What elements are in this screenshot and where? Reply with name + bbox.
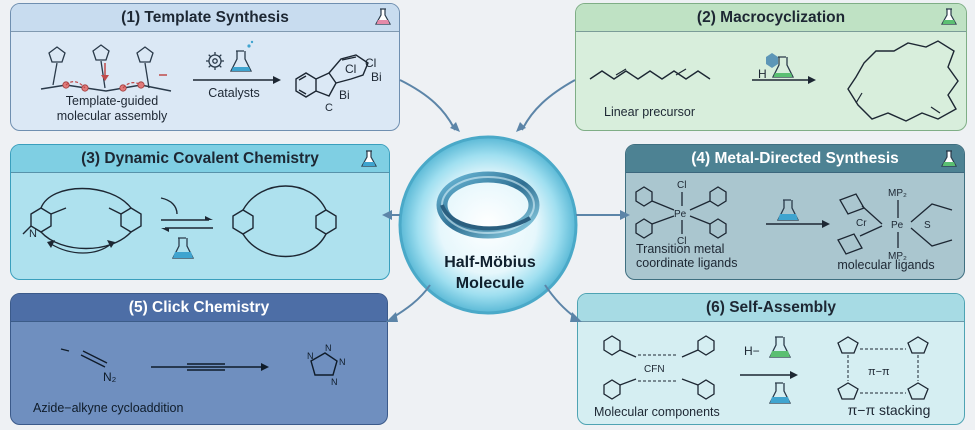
stacking-caption: π−π stacking	[847, 402, 931, 418]
metal-directed-diagram: Cl Pe Cl Cr Pe MP₂ MP₂ S	[635, 180, 953, 262]
arrow-icon	[382, 122, 630, 322]
panel-body: Cl Pe Cl Cr Pe MP₂ MP₂ S	[626, 174, 964, 279]
panel-body: N₂ N N N N Azide−alkyne cycloaddition	[11, 323, 387, 424]
svg-text:Cl: Cl	[365, 56, 376, 70]
flask-icon	[940, 150, 958, 167]
panel-metal-directed-synthesis: (4) Metal-Directed Synthesis Cl Pe Cl	[625, 144, 965, 280]
svg-text:Bi: Bi	[371, 70, 382, 84]
center-glow	[398, 135, 578, 315]
template-assembly-diagram: Cl Cl Bi Bi C	[40, 40, 382, 114]
mobius-ring-icon	[436, 171, 540, 239]
components-caption: Molecular components	[594, 405, 720, 419]
svg-text:Cl: Cl	[677, 180, 686, 191]
panel-title: (2) Macrocyclization	[576, 4, 966, 32]
panel-dynamic-covalent-chemistry: (3) Dynamic Covalent Chemistry N	[10, 144, 390, 280]
panel-self-assembly: (6) Self-Assembly CFN H−	[577, 293, 965, 425]
svg-text:MP₂: MP₂	[888, 188, 907, 199]
flask-icon	[360, 150, 378, 167]
svg-text:Cl: Cl	[677, 236, 686, 247]
flask-icon	[768, 336, 792, 358]
svg-text:S: S	[924, 220, 931, 231]
svg-text:CFN: CFN	[644, 364, 665, 375]
center-title: Half-Möbius Molecule	[415, 252, 565, 294]
flask-icon	[374, 8, 392, 25]
center-title-line1: Half-Möbius	[444, 254, 536, 271]
svg-text:π−π: π−π	[868, 366, 890, 378]
svg-text:Pe: Pe	[891, 220, 904, 231]
panel-title: (4) Metal-Directed Synthesis	[626, 145, 964, 173]
svg-text:H−: H−	[744, 344, 760, 358]
svg-text:Pe: Pe	[674, 209, 687, 220]
panel-macrocyclization: (2) Macrocyclization H Linear precursor	[575, 3, 967, 131]
self-assembly-diagram: CFN H− π−π	[603, 335, 929, 404]
svg-text:Bi: Bi	[339, 88, 350, 102]
panel-title: (3) Dynamic Covalent Chemistry	[11, 145, 389, 173]
molecular-ligands-caption: molecular ligands	[837, 258, 935, 272]
precursor-caption: Linear precursor	[604, 105, 696, 119]
click-chemistry-diagram: N₂ N N N N	[60, 343, 346, 387]
svg-text:H: H	[758, 67, 767, 81]
flask-icon	[771, 56, 795, 78]
macrocyclization-diagram: H	[589, 40, 959, 122]
flask-icon	[940, 8, 958, 25]
svg-text:N: N	[307, 351, 314, 361]
svg-text:MP₂: MP₂	[888, 251, 907, 262]
panel-body: H Linear precursor	[576, 33, 966, 130]
svg-text:Cr: Cr	[856, 218, 867, 229]
panel-title: (5) Click Chemistry	[11, 294, 387, 322]
panel-title: (6) Self-Assembly	[578, 294, 964, 322]
flask-icon	[776, 199, 800, 221]
svg-text:Cl: Cl	[345, 62, 356, 76]
svg-text:C: C	[325, 102, 333, 114]
gear-icon	[206, 52, 224, 70]
flask-icon	[229, 40, 254, 72]
panel-body: CFN H− π−π Molecular co	[578, 323, 964, 424]
panel-template-synthesis: (1) Template Synthesis	[10, 3, 400, 131]
catalyst-label: Catalysts	[208, 86, 260, 100]
dynamic-covalent-diagram: N	[22, 185, 337, 259]
flask-icon	[171, 237, 195, 259]
flask-icon	[768, 382, 792, 404]
panel-title: (1) Template Synthesis	[11, 4, 399, 32]
template-caption: Template-guided molecular assembly	[56, 94, 168, 123]
transition-metal-caption: Transition metal coordinate ligands	[636, 242, 738, 270]
panel-click-chemistry: (5) Click Chemistry N₂ N N N N Azide−alk…	[10, 293, 388, 425]
click-caption: Azide−alkyne cycloaddition	[33, 401, 184, 415]
svg-text:N₂: N₂	[103, 370, 117, 384]
panel-body: N	[11, 174, 389, 279]
svg-text:N: N	[325, 343, 332, 353]
svg-text:N: N	[339, 357, 346, 367]
center-title-line2: Molecule	[455, 275, 525, 292]
svg-text:N: N	[331, 377, 338, 387]
panel-body: Cl Cl Bi Bi C Template-guided molecular …	[11, 33, 399, 130]
svg-text:N: N	[29, 228, 37, 240]
